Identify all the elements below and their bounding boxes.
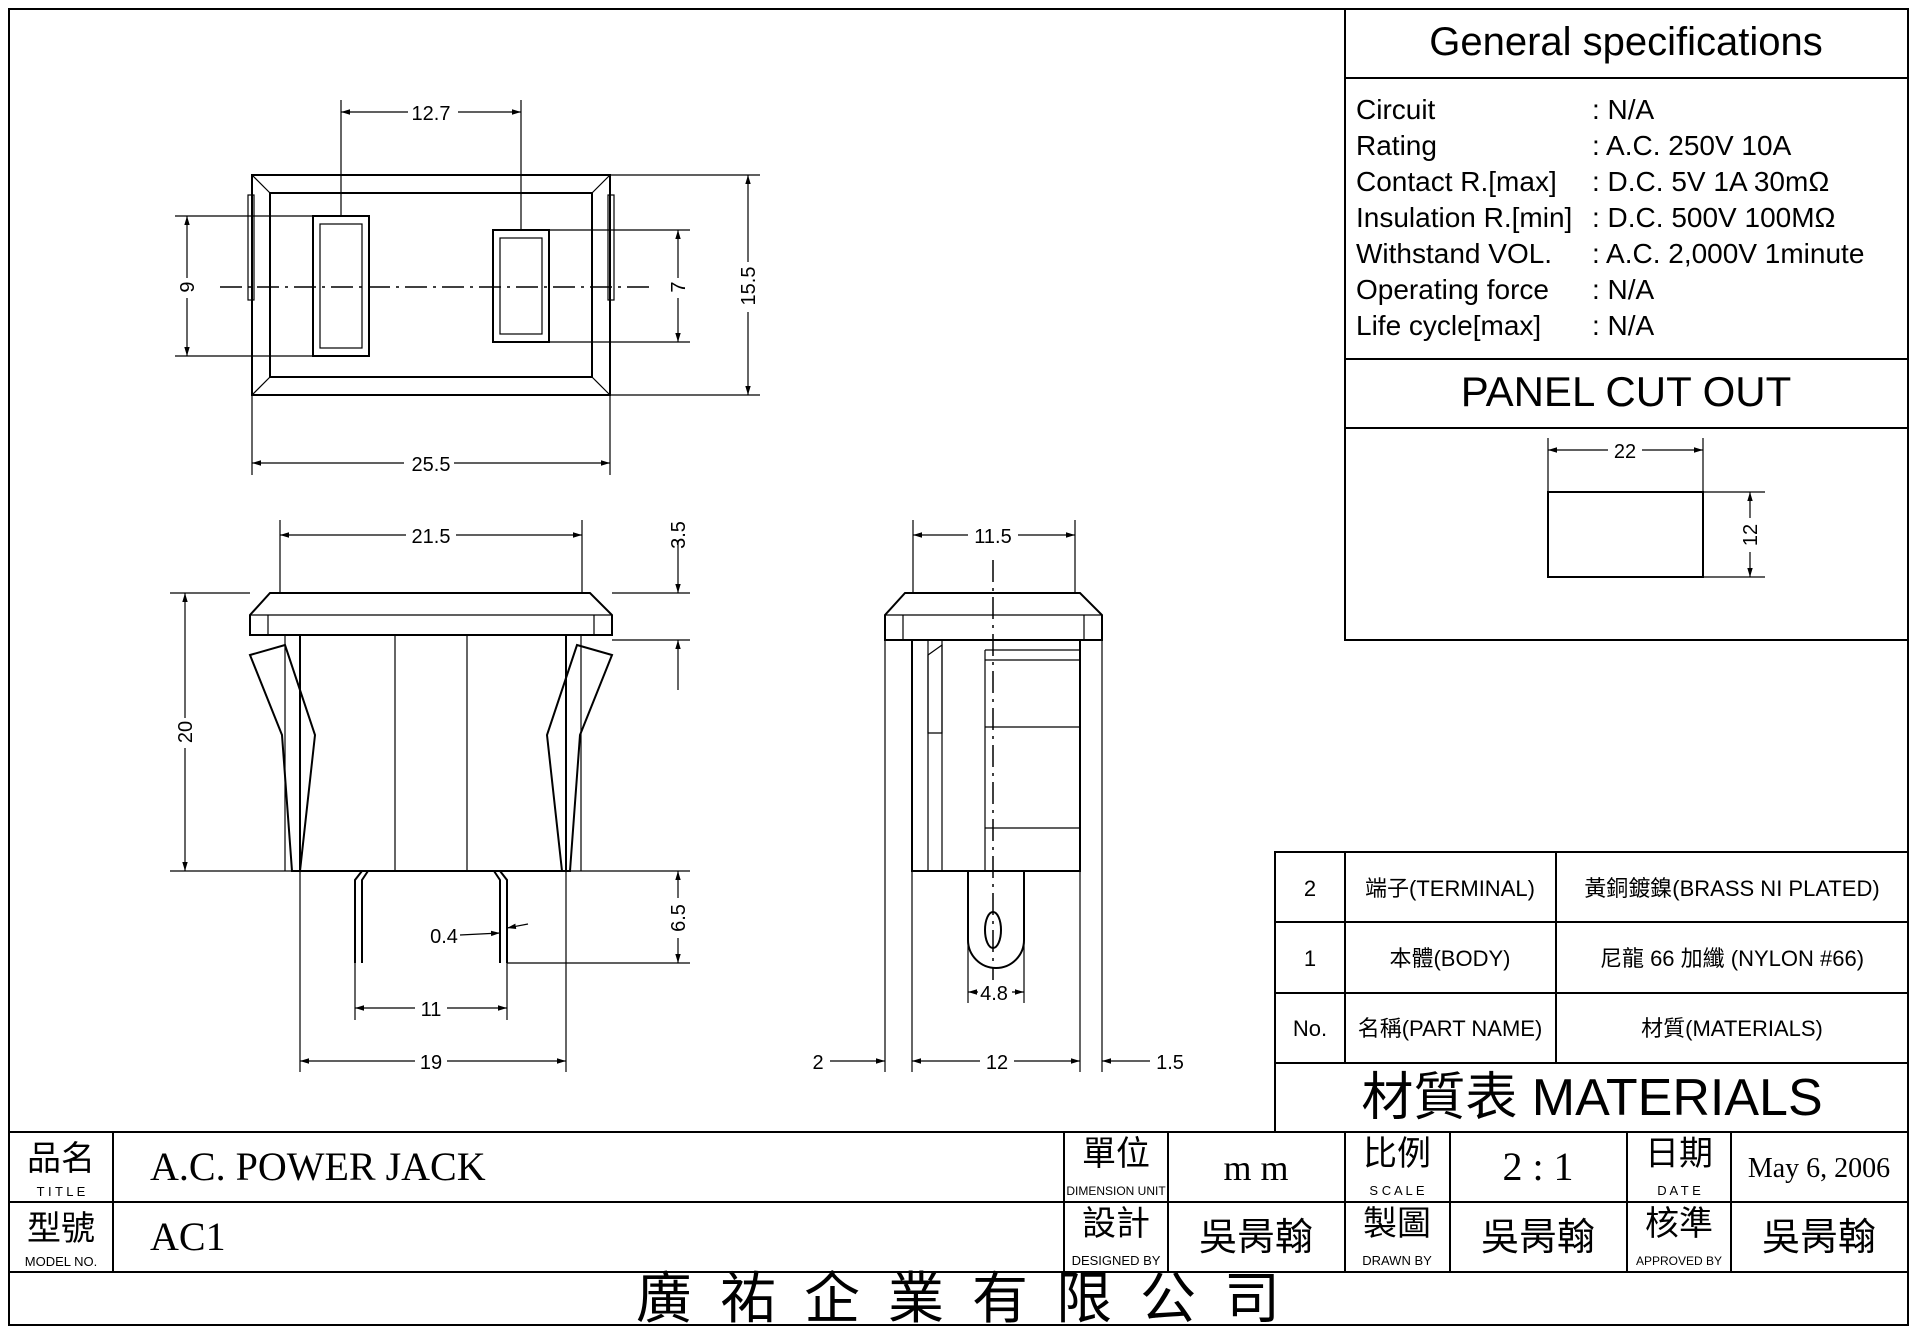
spec-value-3: : D.C. 500V 100MΩ [1592,202,1835,233]
spec-value-5: : N/A [1592,274,1655,305]
unit-label-en: DIMENSION UNIT [1066,1184,1166,1198]
spec-label-4: Withstand VOL. [1356,238,1552,269]
panel-cutout-rect [1547,491,1704,578]
date-value: May 6, 2006 [1748,1153,1890,1184]
drawn-label-en: DRAWN BY [1362,1253,1432,1268]
dim-pin-length: 6.5 [668,904,690,932]
top-view: 12.7 25.5 15.5 9 7 [175,100,760,476]
mat-name-header: 名稱(PART NAME) [1358,1016,1543,1041]
mat-no-0: 2 [1304,876,1316,901]
unit-value: m m [1223,1148,1288,1188]
side-view: 11.5 4.8 2 12 1.5 [812,520,1184,1074]
spec-label-0: Circuit [1356,94,1436,125]
date-label-cn: 日期 [1645,1136,1713,1173]
spec-rows: Circuit : N/A Rating : A.C. 250V 10A Con… [1356,94,1864,341]
dim-top-height: 15.5 [738,267,760,306]
drawn-label-cn: 製圖 [1363,1205,1431,1243]
spec-value-0: : N/A [1592,94,1655,125]
dim-pin-thickness: 0.4 [430,926,458,948]
mat-no-header: No. [1293,1016,1327,1041]
spec-title: General specifications [1429,20,1823,64]
spec-value-4: : A.C. 2,000V 1minute [1592,238,1864,269]
mat-material-header: 材質(MATERIALS) [1641,1016,1823,1041]
mat-material-0: 黃銅鍍鎳(BRASS NI PLATED) [1584,876,1879,901]
spec-label-1: Rating [1356,130,1437,161]
title-value: A.C. POWER JACK [150,1144,486,1189]
materials-title: 材質表 MATERIALS [1361,1069,1822,1127]
dim-left-slot: 9 [177,281,199,292]
spec-value-6: : N/A [1592,310,1655,341]
spec-label-3: Insulation R.[min] [1356,202,1572,233]
dim-side-body: 12 [986,1052,1008,1074]
designed-label-en: DESIGNED BY [1072,1253,1161,1268]
approved-label-en: APPROVED BY [1636,1254,1722,1268]
mat-name-0: 端子(TERMINAL) [1365,876,1535,901]
spec-box: General specifications Circuit : N/A Rat… [1344,8,1909,641]
scale-label-cn: 比例 [1363,1136,1431,1173]
title-label-en: T I T L E [37,1184,86,1199]
dim-body-height: 20 [175,721,197,743]
scale-label-en: S C A L E [1369,1183,1424,1198]
title-label-cn: 品名 [27,1140,95,1178]
approved-value: 吳昺翰 [1762,1217,1876,1259]
drawn-value: 吳昺翰 [1481,1217,1595,1259]
panel-cutout-title: PANEL CUT OUT [1461,368,1792,415]
unit-label-cn: 單位 [1082,1135,1150,1173]
dim-right-offset: 1.5 [1156,1052,1184,1074]
dim-right-slot: 7 [668,281,690,292]
spec-value-2: : D.C. 5V 1A 30mΩ [1592,166,1829,197]
panel-width-dim: 22 [1614,441,1636,463]
scale-value: 2 : 1 [1502,1144,1573,1189]
dim-flange-thickness: 3.5 [668,521,690,549]
dim-left-offset: 2 [812,1052,823,1074]
spec-label-5: Operating force [1356,274,1549,305]
mat-material-1: 尼龍 66 加纖 (NYLON #66) [1600,946,1864,971]
approved-label-cn: 核準 [1645,1205,1713,1243]
company-name: 廣 祐 企 業 有 限 公 司 [636,1269,1280,1331]
dim-side-flange: 11.5 [974,526,1011,548]
mat-no-1: 1 [1304,946,1316,971]
dim-front-flange: 21.5 [412,526,451,548]
panel-height-dim: 12 [1740,524,1762,546]
sheet-border [8,8,1909,1326]
title-block: 品名 T I T L E A.C. POWER JACK 單位 DIMENSIO… [9,1131,1908,1331]
date-label-en: D A T E [1657,1183,1701,1198]
front-view: 21.5 3.5 20 6.5 0.4 11 19 [170,520,690,1074]
spec-value-1: : A.C. 250V 10A [1592,130,1792,161]
materials-table: 2 端子(TERMINAL) 黃銅鍍鎳(BRASS NI PLATED) 1 本… [1274,851,1909,1133]
designed-value: 吳昺翰 [1199,1217,1313,1259]
model-label-cn: 型號 [27,1210,95,1248]
model-value: AC1 [150,1214,226,1259]
spec-label-6: Life cycle[max] [1356,310,1541,341]
mat-name-1: 本體(BODY) [1389,946,1510,971]
dim-top-pitch: 12.7 [412,103,451,125]
dim-pin-pitch: 11 [421,999,442,1021]
model-label-en: MODEL NO. [25,1254,97,1269]
designed-label-cn: 設計 [1082,1205,1150,1243]
dim-body-width: 19 [420,1052,442,1074]
dim-top-width: 25.5 [412,454,451,476]
spec-label-2: Contact R.[max] [1356,166,1557,197]
dim-pin-width: 4.8 [980,983,1008,1005]
